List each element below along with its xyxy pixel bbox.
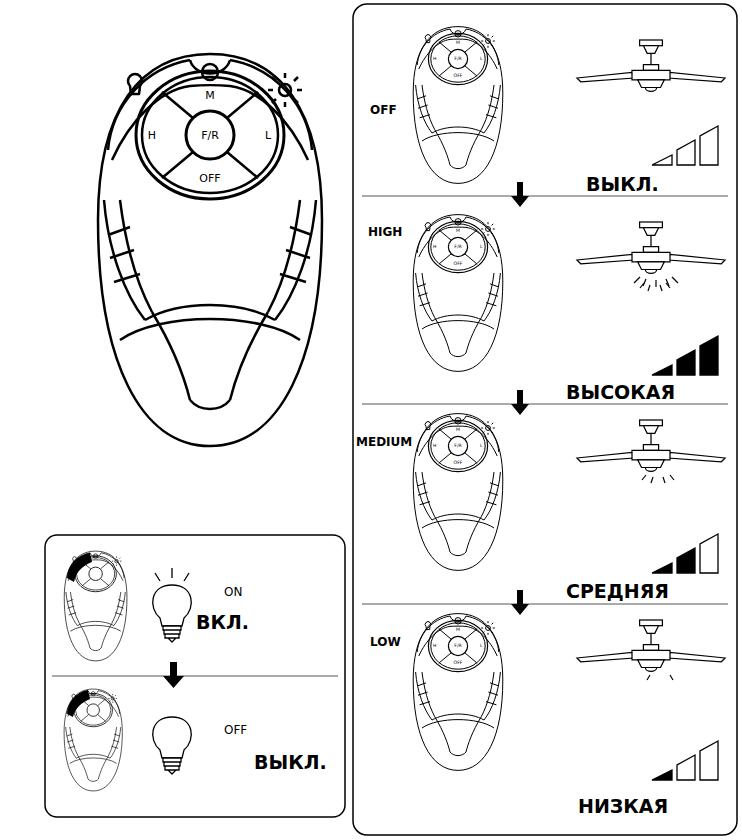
small-remote: [413, 27, 503, 771]
speed-state-label: OFF: [370, 104, 397, 116]
button-h-label: H: [433, 444, 436, 449]
button-off-label: OFF: [454, 262, 463, 267]
button-l-label: L: [480, 644, 483, 649]
button-m-label: M: [456, 229, 460, 234]
remote-control: [98, 54, 322, 446]
button-m-label: M: [456, 41, 460, 46]
light-state-translation: ВЫКЛ.: [254, 753, 327, 772]
divider: [52, 676, 338, 677]
button-h-label: H: [433, 57, 436, 62]
speed-state-translation: ВЫСОКАЯ: [566, 383, 675, 402]
button-fr-label: F/R: [454, 644, 461, 649]
divider: [362, 196, 728, 604]
button-off-label: OFF: [454, 661, 463, 666]
down-arrow: [163, 662, 184, 688]
button-l-label: L: [480, 57, 483, 62]
button-h-label: H: [148, 130, 156, 141]
button-l-label: L: [265, 130, 271, 141]
airflow-lines: [634, 277, 678, 680]
button-fr-label: F/R: [454, 444, 461, 449]
light-state-label: ON: [224, 586, 242, 598]
button-off-label: OFF: [454, 461, 463, 466]
speed-state-translation: СРЕДНЯЯ: [566, 582, 669, 601]
button-l-label: L: [480, 245, 483, 250]
button-off-label: OFF: [199, 173, 220, 184]
button-off-label: OFF: [454, 74, 463, 79]
button-l-label: L: [480, 444, 483, 449]
light-bulb: [153, 568, 192, 774]
button-m-label: M: [456, 428, 460, 433]
light-state-label: OFF: [224, 724, 247, 736]
speed-state-label: HIGH: [368, 226, 402, 238]
speed-state-translation: НИЗКАЯ: [578, 797, 668, 816]
speed-state-label: MEDIUM: [356, 436, 412, 448]
button-h-label: H: [433, 644, 436, 649]
button-fr-label: F/R: [201, 130, 219, 141]
panel-frame: [45, 535, 345, 817]
button-h-label: H: [433, 245, 436, 250]
panel-frame: [353, 4, 737, 835]
speed-state-translation: ВЫКЛ.: [586, 175, 659, 194]
speed-state-label: LOW: [370, 636, 401, 648]
light-state-translation: ВКЛ.: [196, 613, 249, 632]
ceiling-fan: [577, 40, 725, 671]
button-fr-label: F/R: [454, 57, 461, 62]
button-fr-label: F/R: [454, 245, 461, 250]
speed-bars: [652, 126, 718, 780]
down-arrow: [511, 182, 529, 615]
button-m-label: M: [205, 90, 215, 101]
small-remote: [64, 551, 127, 791]
button-m-label: M: [456, 628, 460, 633]
